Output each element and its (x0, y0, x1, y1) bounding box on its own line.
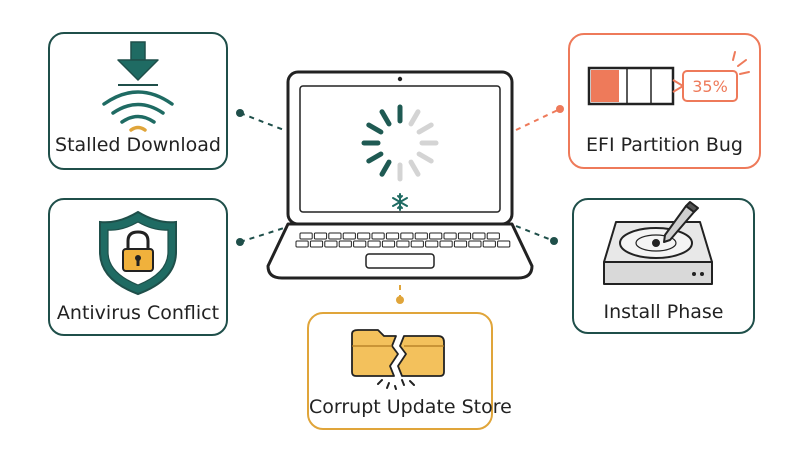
keyboard-key (342, 232, 356, 240)
spinner-segment (366, 122, 384, 135)
connector-stalled-download (239, 112, 285, 131)
connector-dots (236, 105, 564, 304)
keyboard-key (381, 240, 396, 248)
connector-efi-partition-bug (515, 108, 561, 131)
keyboard-key (385, 232, 400, 240)
progress-percent-text: 35% (692, 77, 728, 96)
keyboard-key (497, 240, 511, 248)
broken-folder-icon (351, 329, 445, 390)
antivirus-conflict-card: Antivirus Conflict (48, 198, 228, 336)
connectors (239, 108, 561, 298)
stalled-download-label: Stalled Download (55, 134, 221, 156)
keyboard-key (486, 232, 500, 240)
keyboard-key (429, 232, 443, 240)
keyboard-key (457, 232, 472, 240)
connector-dot (236, 109, 244, 117)
laptop-screen (299, 85, 501, 213)
connector-antivirus-conflict (239, 227, 285, 243)
keyboard-key (353, 240, 367, 248)
laptop-trackpad (365, 253, 435, 269)
laptop-base (266, 222, 534, 280)
partition-progress-icon: 35% (587, 51, 750, 106)
spinner-segment (408, 109, 421, 127)
keyboard-key (328, 232, 342, 240)
shield-lock-icon (99, 210, 177, 296)
connector-dot (396, 296, 404, 304)
connector-dot (550, 237, 558, 245)
keyboard-key (299, 232, 313, 240)
keyboard-key (396, 240, 410, 248)
spinner-segment (416, 151, 434, 164)
keyboard-key (400, 232, 414, 240)
keyboard-key (367, 240, 381, 248)
corrupt-update-store-label: Corrupt Update Store (309, 396, 512, 418)
laptop-icon (266, 70, 534, 280)
keyboard-key (439, 240, 453, 248)
snowflake-icon (392, 193, 408, 211)
keyboard (295, 232, 511, 248)
spinner-segment (379, 159, 392, 177)
keyboard-key (338, 240, 352, 248)
keyboard-key (324, 240, 338, 248)
connector-dot (236, 238, 244, 246)
keyboard-key (414, 232, 428, 240)
install-phase-label: Install Phase (603, 301, 724, 323)
loading-spinner-icon (361, 104, 439, 182)
download-arrow-icon (117, 41, 159, 86)
keyboard-key (371, 232, 385, 240)
progress-callout (682, 70, 738, 102)
keyboard-key (295, 240, 309, 248)
keyboard-key (468, 240, 482, 248)
wifi-signal-icon (102, 90, 174, 132)
spinner-segment (366, 151, 384, 164)
keyboard-key (313, 232, 328, 240)
spinner-segment (408, 159, 421, 177)
antivirus-conflict-label: Antivirus Conflict (56, 302, 220, 324)
keyboard-key (357, 232, 371, 240)
keyboard-key (410, 240, 424, 248)
keyboard-key (472, 232, 486, 240)
spinner-segment (416, 122, 434, 135)
keyboard-key (425, 240, 439, 248)
keyboard-key (443, 232, 457, 240)
hard-drive-icon (603, 221, 713, 285)
keyboard-key (482, 240, 496, 248)
keyboard-key (453, 240, 468, 248)
keyboard-key (309, 240, 324, 248)
laptop-camera (397, 76, 403, 82)
efi-partition-bug-label: EFI Partition Bug (586, 134, 743, 156)
progress-frame (587, 66, 675, 106)
pen-icon (663, 201, 699, 243)
connector-install-phase (515, 225, 555, 242)
spinner-segment (379, 109, 392, 127)
progress-fill (591, 70, 619, 102)
connector-dot (556, 105, 564, 113)
